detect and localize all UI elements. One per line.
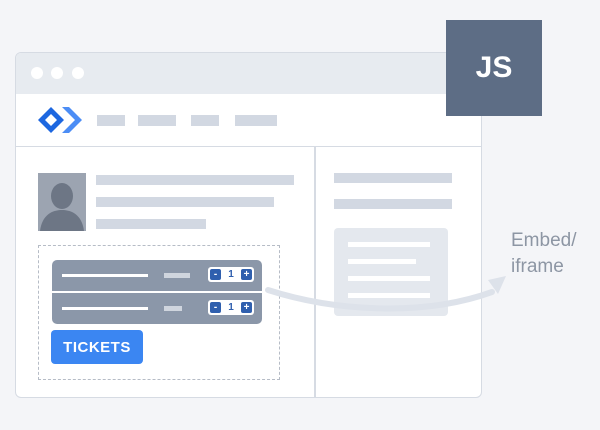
nav-item-placeholder bbox=[138, 115, 176, 126]
card-line-placeholder bbox=[348, 276, 430, 281]
nav-item-placeholder bbox=[235, 115, 277, 126]
ticket-name-placeholder bbox=[62, 274, 148, 277]
avatar-person-icon bbox=[40, 183, 84, 231]
decrement-button[interactable]: - bbox=[210, 269, 221, 280]
embed-annotation: Embed/ iframe bbox=[511, 228, 596, 280]
js-badge: JS bbox=[446, 20, 542, 116]
text-line-placeholder bbox=[334, 173, 452, 183]
increment-button[interactable]: + bbox=[241, 302, 252, 313]
quantity-value: 1 bbox=[228, 269, 234, 280]
embed-widget-area bbox=[38, 245, 280, 380]
window-control-dot bbox=[31, 67, 43, 79]
text-line-placeholder bbox=[96, 175, 294, 185]
ticket-row-divider bbox=[52, 291, 262, 293]
ticket-price-placeholder bbox=[164, 306, 182, 311]
card-line-placeholder bbox=[348, 259, 416, 264]
avatar bbox=[38, 173, 86, 231]
embedded-content-card bbox=[334, 228, 448, 316]
ticket-selector-panel: - 1 + - 1 + bbox=[52, 260, 262, 324]
ticket-price-placeholder bbox=[164, 273, 190, 278]
quantity-value: 1 bbox=[228, 302, 234, 313]
decrement-button[interactable]: - bbox=[210, 302, 221, 313]
site-navbar bbox=[16, 94, 481, 147]
annotation-line: Embed/ bbox=[511, 230, 577, 251]
text-line-placeholder bbox=[96, 197, 274, 207]
text-line-placeholder bbox=[334, 199, 452, 209]
nav-item-placeholder bbox=[191, 115, 219, 126]
annotation-line: iframe bbox=[511, 256, 564, 277]
text-line-placeholder bbox=[96, 219, 206, 229]
logo-chevrons-icon bbox=[38, 107, 82, 133]
ticket-name-placeholder bbox=[62, 307, 148, 310]
card-line-placeholder bbox=[348, 293, 430, 298]
column-divider bbox=[314, 147, 316, 397]
ticket-row: - 1 + bbox=[52, 293, 262, 324]
card-line-placeholder bbox=[348, 242, 430, 247]
ticket-row: - 1 + bbox=[52, 260, 262, 291]
window-control-dot bbox=[51, 67, 63, 79]
nav-item-placeholder bbox=[97, 115, 125, 126]
increment-button[interactable]: + bbox=[241, 269, 252, 280]
tickets-button[interactable]: TICKETS bbox=[51, 330, 143, 364]
quantity-stepper[interactable]: - 1 + bbox=[208, 267, 254, 282]
browser-window: - 1 + - 1 + TICKETS bbox=[15, 52, 482, 398]
quantity-stepper[interactable]: - 1 + bbox=[208, 300, 254, 315]
window-control-dot bbox=[72, 67, 84, 79]
window-titlebar bbox=[16, 53, 481, 94]
